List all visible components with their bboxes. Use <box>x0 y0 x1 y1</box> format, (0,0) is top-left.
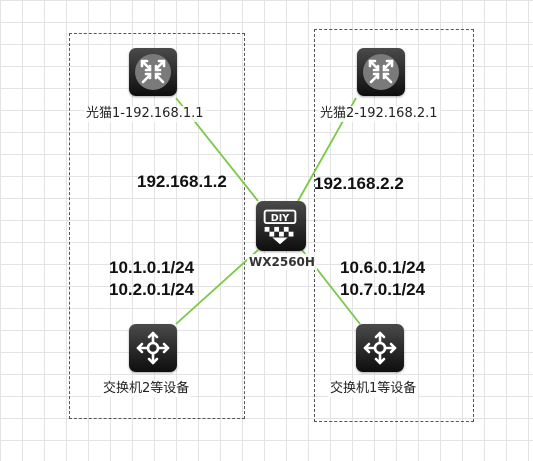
modem2-label: 光猫2-192.168.2.1 <box>318 106 440 122</box>
diy-router-icon[interactable]: DIY <box>256 201 306 251</box>
right-lan-ip-2: 10.7.0.1/24 <box>340 280 426 299</box>
router-icon[interactable] <box>357 48 405 96</box>
router-label: WX2560H <box>247 254 317 270</box>
diy-badge: DIY <box>271 213 291 224</box>
modem1-label: 光猫1-192.168.1.1 <box>84 106 206 122</box>
left-group-box <box>69 33 245 419</box>
left-lan-ip-2: 10.2.0.1/24 <box>109 280 195 299</box>
switch2-label: 交换机2等设备 <box>101 381 192 397</box>
right-lan-ip-1: 10.6.0.1/24 <box>340 258 426 277</box>
link-switch2-router <box>175 249 259 325</box>
router-icon[interactable] <box>129 48 177 96</box>
left-lan-ip-1: 10.1.0.1/24 <box>109 258 195 277</box>
switch-icon[interactable] <box>129 324 177 372</box>
switch1-label: 交换机1等设备 <box>328 381 419 397</box>
right-group-box <box>314 29 474 422</box>
left-wan-ip: 192.168.1.2 <box>137 172 227 191</box>
switch-icon[interactable] <box>356 324 404 372</box>
right-wan-ip: 192.168.2.2 <box>314 174 404 193</box>
